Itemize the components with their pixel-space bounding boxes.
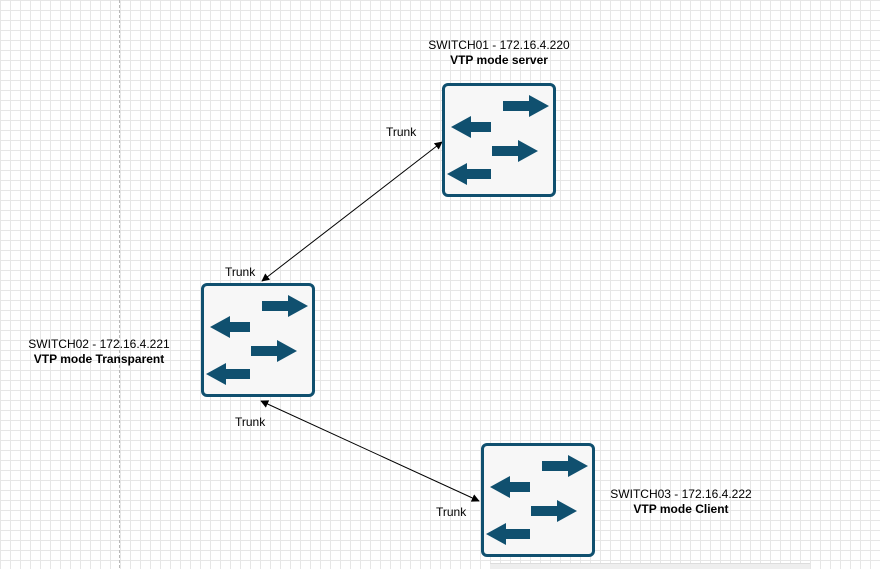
switch01-label: SWITCH01 - 172.16.4.220 VTP mode server (414, 38, 584, 68)
switch01-mode: VTP mode server (450, 53, 548, 67)
switch01-device[interactable] (442, 83, 556, 197)
switch02-name: SWITCH02 - 172.16.4.221 (28, 337, 170, 351)
trunk-link-switch02-switch01[interactable] (261, 141, 443, 282)
trunk-label-switch03-end: Trunk (436, 505, 467, 519)
horizontal-scrollbar[interactable] (490, 563, 810, 569)
trunk-label-switch02-top: Trunk (225, 265, 256, 279)
trunk-label-switch01-end: Trunk (386, 125, 417, 139)
network-switch-icon (204, 286, 312, 394)
trunk-link-switch02-switch03[interactable] (260, 400, 480, 502)
network-switch-icon (484, 446, 592, 554)
network-switch-icon (445, 86, 553, 194)
switch02-mode: VTP mode Transparent (33, 352, 165, 366)
switch03-mode: VTP mode Client (633, 502, 729, 516)
switch01-name: SWITCH01 - 172.16.4.220 (428, 38, 570, 52)
switch03-name: SWITCH03 - 172.16.4.222 (610, 487, 752, 501)
switch03-device[interactable] (481, 443, 595, 557)
switch02-label: SWITCH02 - 172.16.4.221 VTP mode Transpa… (14, 337, 184, 367)
page-boundary-guide (119, 0, 120, 568)
trunk-label-switch02-bottom: Trunk (235, 415, 266, 429)
switch02-device[interactable] (201, 283, 315, 397)
switch03-label: SWITCH03 - 172.16.4.222 VTP mode Client (596, 487, 766, 517)
